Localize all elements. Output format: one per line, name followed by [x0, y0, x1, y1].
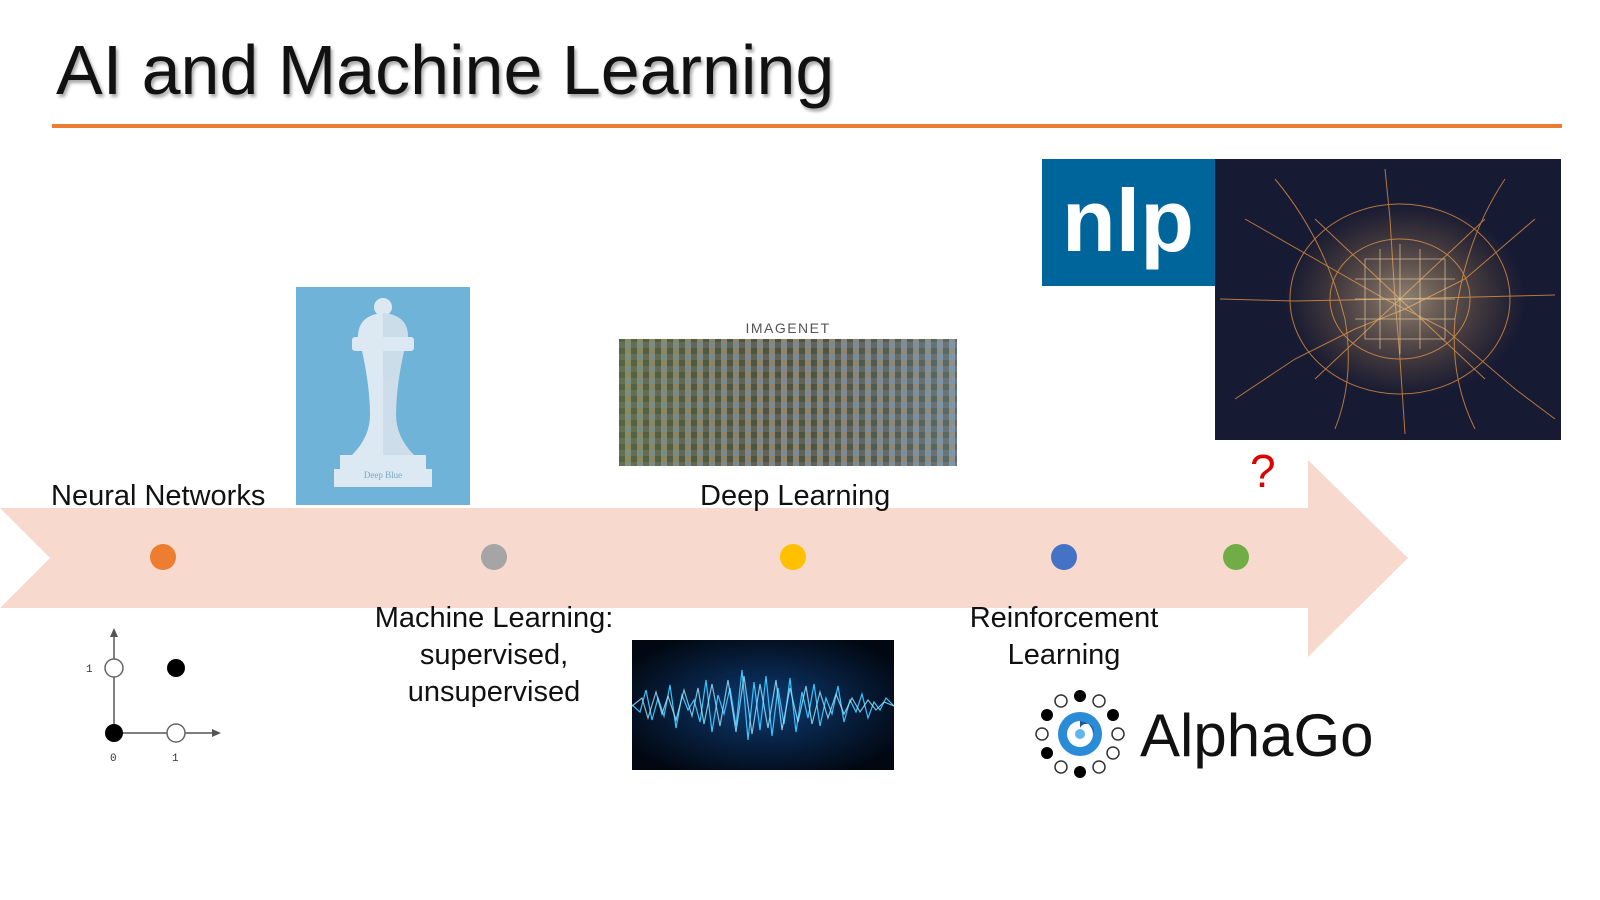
label-future-question-mark: ?	[1250, 445, 1276, 497]
sound-wave-image	[632, 640, 894, 770]
deep-blue-caption: Deep Blue	[364, 470, 402, 480]
deep-blue-chess-image: Deep Blue	[296, 287, 470, 505]
timeline-arrow	[0, 460, 1408, 657]
xor-point-filled	[167, 659, 185, 677]
label-neural-networks: Neural Networks	[51, 480, 266, 512]
alphago-logo-image: AlphaGo	[1035, 690, 1374, 778]
xor-point-open	[166, 723, 186, 743]
label-machine-learning: Machine Learning: supervised, unsupervis…	[374, 602, 614, 708]
milestone-dot-neural-networks	[150, 544, 176, 570]
nlp-logo-image: nlp	[1042, 159, 1215, 286]
xor-point-open	[104, 658, 124, 678]
imagenet-logo: IMAGENET	[745, 320, 830, 336]
xor-point-filled	[105, 724, 123, 742]
milestone-dot-machine-learning	[481, 544, 507, 570]
label-deep-learning: Deep Learning	[700, 480, 891, 512]
label-reinforcement-learning: Reinforcement Learning	[969, 602, 1159, 671]
slide-title: AI and Machine Learning	[56, 31, 835, 109]
nlp-logo-text: nlp	[1062, 171, 1194, 270]
milestone-dot-reinforcement-learning	[1051, 544, 1077, 570]
alphago-logo-text: AlphaGo	[1140, 702, 1374, 769]
xor-tick-y: 1	[86, 664, 93, 676]
xor-tick-x1: 1	[172, 753, 179, 765]
city-traffic-map-image	[1215, 159, 1561, 440]
xor-plot-image: 1 0 1	[86, 628, 221, 765]
imagenet-image: IMAGENET	[619, 318, 957, 466]
alphago-emblem-icon	[1035, 690, 1125, 778]
timeline-arrow-shape	[0, 460, 1408, 657]
milestone-dot-deep-learning	[780, 544, 806, 570]
title-underline	[52, 124, 1562, 128]
xor-tick-x0: 0	[110, 753, 117, 765]
milestone-dot-future	[1223, 544, 1249, 570]
